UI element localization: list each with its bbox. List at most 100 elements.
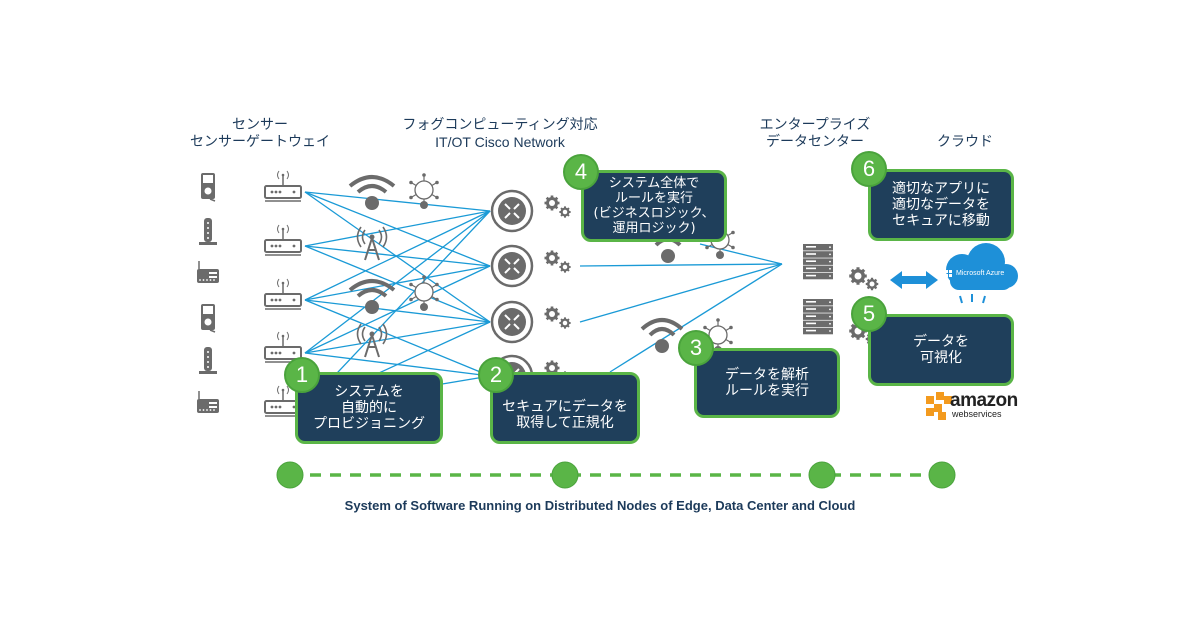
sensor-devices: [197, 173, 219, 413]
network-link: [304, 245, 491, 323]
radio-device-icon: [197, 261, 219, 283]
radio-device-icon: [197, 391, 219, 413]
callout-5-line: 可視化: [920, 350, 962, 366]
callout-1-line: システムを: [334, 384, 404, 400]
network-link: [304, 191, 491, 323]
server-rack-icon: [803, 299, 833, 335]
callout-6-line: セキュアに移動: [892, 213, 990, 229]
gateway-routers: [264, 170, 302, 417]
cloud-column-title: クラウド: [915, 134, 1015, 151]
callout-1-line: 自動的に: [341, 400, 397, 416]
step-badge-1: 1: [284, 357, 320, 393]
gear-icon: [544, 306, 560, 322]
step-badge-2: 2: [478, 357, 514, 393]
callout-5-line: データを: [913, 334, 969, 350]
callout-4-line: ルールを実行: [614, 191, 693, 206]
windows-logo-icon: [945, 270, 952, 277]
step-badge-3: 3: [678, 330, 714, 366]
gear-icon: [559, 206, 571, 218]
callout-1-line: プロビジョニング: [313, 416, 425, 432]
network-link: [304, 321, 491, 354]
callout-4-line: 運用ロジック): [612, 221, 696, 236]
sensors-title-line1: センサー: [232, 117, 288, 133]
cloud-title-line1: クラウド: [937, 134, 993, 150]
bidirectional-arrow-icon: [890, 271, 938, 289]
tower-sensor-icon: [199, 347, 217, 374]
network-link: [304, 210, 491, 301]
callout-system-rules: システム全体で ルールを実行 (ビジネスロジック、 運用ロジック): [581, 170, 727, 242]
signal-ray: [982, 295, 986, 304]
gear-icon: [849, 267, 867, 285]
callout-provisioning: システムを 自動的に プロビジョニング: [295, 372, 443, 444]
network-hub-icon: [409, 275, 439, 311]
fog-router-icon: [490, 189, 534, 233]
gear-icon: [559, 261, 571, 273]
wifi-icon: [348, 175, 396, 210]
sensors-column-title: センサー センサーゲートウェイ: [170, 117, 350, 151]
callout-move-data: 適切なアプリに 適切なデータを セキュアに移動: [868, 169, 1014, 241]
timeline-node: [928, 461, 956, 489]
network-hub-icon: [409, 173, 439, 209]
handheld-meter-icon: [201, 173, 216, 202]
network-link: [699, 243, 783, 265]
datacenter-title-line2: データセンター: [766, 134, 864, 150]
handheld-meter-icon: [201, 304, 216, 333]
network-link: [579, 263, 783, 323]
fog-title-line2: IT/OT Cisco Network: [435, 134, 565, 150]
cloud-providers: [890, 243, 1018, 420]
timeline-node: [551, 461, 579, 489]
cell-tower-icon: [356, 226, 388, 261]
wifi-icon: [640, 318, 684, 353]
fog-title-line1: フォグコンピューティング対応: [402, 117, 598, 133]
gateway-router-icon: [264, 224, 302, 256]
fog-router-icon: [490, 244, 534, 288]
network-link: [304, 191, 491, 212]
aws-logo-icon: [926, 392, 952, 420]
datacenter-column-title: エンタープライズ データセンター: [740, 117, 890, 151]
gear-icon: [544, 195, 560, 211]
gear-icon: [544, 250, 560, 266]
server-rack-icon: [803, 244, 833, 280]
fog-column-title: フォグコンピューティング対応 IT/OT Cisco Network: [375, 117, 625, 151]
azure-label: Microsoft Azure: [956, 270, 1005, 277]
callout-4-line: システム全体で: [608, 176, 700, 191]
network-link: [579, 263, 783, 267]
callout-analyze: データを解析 ルールを実行: [694, 348, 840, 418]
cell-tower-icon: [356, 323, 388, 358]
step-badge-5: 5: [851, 296, 887, 332]
gateway-router-icon: [264, 170, 302, 202]
aws-logo-text: amazon: [950, 390, 1018, 411]
footer-timeline: [276, 461, 956, 489]
azure-cloud-icon: [946, 243, 1018, 290]
network-link: [304, 210, 491, 354]
callout-6-line: 適切なアプリに: [892, 181, 990, 197]
datacenter-title-line1: エンタープライズ: [759, 117, 871, 133]
step-badge-4: 4: [563, 154, 599, 190]
network-link: [609, 263, 783, 373]
callout-2-line: セキュアにデータを: [502, 399, 628, 415]
footer-caption: System of Software Running on Distribute…: [344, 498, 856, 513]
gear-icon: [865, 277, 879, 291]
step-badge-6: 6: [851, 151, 887, 187]
gear-icon: [544, 360, 560, 376]
network-links: [304, 191, 783, 408]
signal-ray: [959, 295, 963, 304]
gateway-router-icon: [264, 331, 302, 363]
callout-secure-data: セキュアにデータを 取得して正規化: [490, 372, 640, 444]
wifi-icon: [348, 279, 396, 314]
callout-2-line: 取得して正規化: [516, 415, 614, 431]
aws-logo-subtext: webservices: [952, 409, 1002, 419]
timeline-node: [808, 461, 836, 489]
callout-3-line: ルールを実行: [725, 383, 809, 399]
gear-icon: [559, 317, 571, 329]
network-link: [304, 299, 491, 323]
callout-4-line: (ビジネスロジック、: [593, 206, 715, 221]
callout-3-line: データを解析: [725, 367, 809, 383]
sensors-title-line2: センサーゲートウェイ: [190, 134, 330, 150]
callout-6-line: 適切なデータを: [892, 197, 990, 213]
callout-visualize: データを 可視化: [868, 314, 1014, 386]
network-link: [304, 265, 491, 301]
network-link: [304, 210, 491, 247]
gateway-router-icon: [264, 278, 302, 310]
